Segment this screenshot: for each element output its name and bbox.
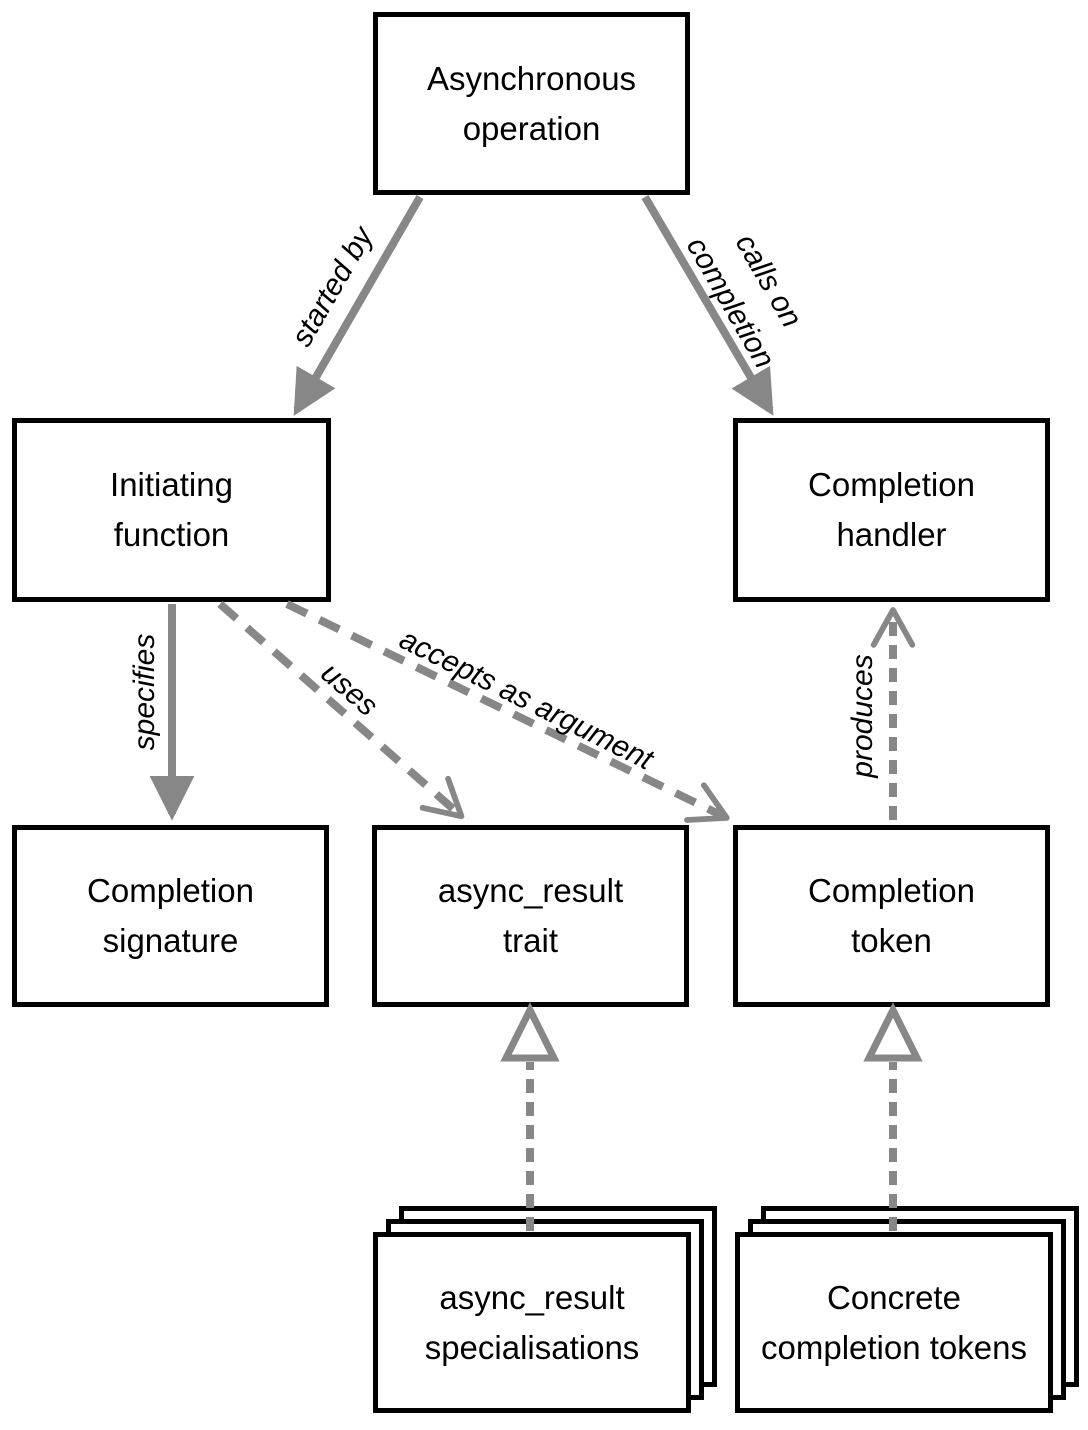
node-label-line: Completion — [808, 872, 975, 909]
node-async-result-specialisations: async_result specialisations — [373, 1206, 717, 1413]
edge-label-calls-on-completion: calls on completion — [675, 207, 824, 377]
edge-label-produces: produces — [846, 654, 879, 778]
node-label-line: completion tokens — [761, 1328, 1027, 1366]
node-initiating-function: Initiating function — [12, 418, 331, 602]
node-label-line: Concrete — [827, 1278, 961, 1316]
node-label-line: operation — [462, 109, 601, 147]
node-label-line: async_result — [439, 1278, 625, 1316]
node-label-line: trait — [502, 922, 558, 959]
node-label-line: function — [113, 516, 230, 553]
node-label-line: handler — [836, 516, 947, 553]
node-label-line: Asynchronous — [426, 59, 637, 97]
node-label-line: async_result — [437, 872, 624, 909]
node-completion-handler: Completion handler — [733, 418, 1050, 602]
node-label-line: Completion — [808, 466, 975, 503]
node-label-line: Completion — [87, 872, 254, 909]
edge-label-specifies: specifies — [128, 633, 161, 751]
stack-layer-front: async_result specialisations — [373, 1232, 691, 1413]
node-label-line: specialisations — [424, 1328, 640, 1366]
edge-label-uses: uses — [314, 656, 385, 723]
node-completion-token: Completion token — [733, 825, 1050, 1007]
node-completion-signature: Completion signature — [12, 825, 329, 1007]
node-asynchronous-operation: Asynchronous operation — [373, 12, 690, 195]
edge-label-accepts-as-argument: accepts as argument — [394, 622, 659, 777]
node-label-line: signature — [102, 922, 239, 959]
edge-label-started-by: started by — [285, 221, 380, 353]
inheritance-triangle-async-result — [500, 1002, 560, 1062]
node-concrete-completion-tokens: Concrete completion tokens — [735, 1206, 1079, 1413]
node-label-line: token — [851, 922, 932, 959]
node-async-result-trait: async_result trait — [372, 825, 689, 1007]
stack-layer-front: Concrete completion tokens — [735, 1232, 1053, 1413]
inheritance-triangle-completion-token — [863, 1002, 923, 1062]
node-label-line: Initiating — [110, 466, 233, 503]
